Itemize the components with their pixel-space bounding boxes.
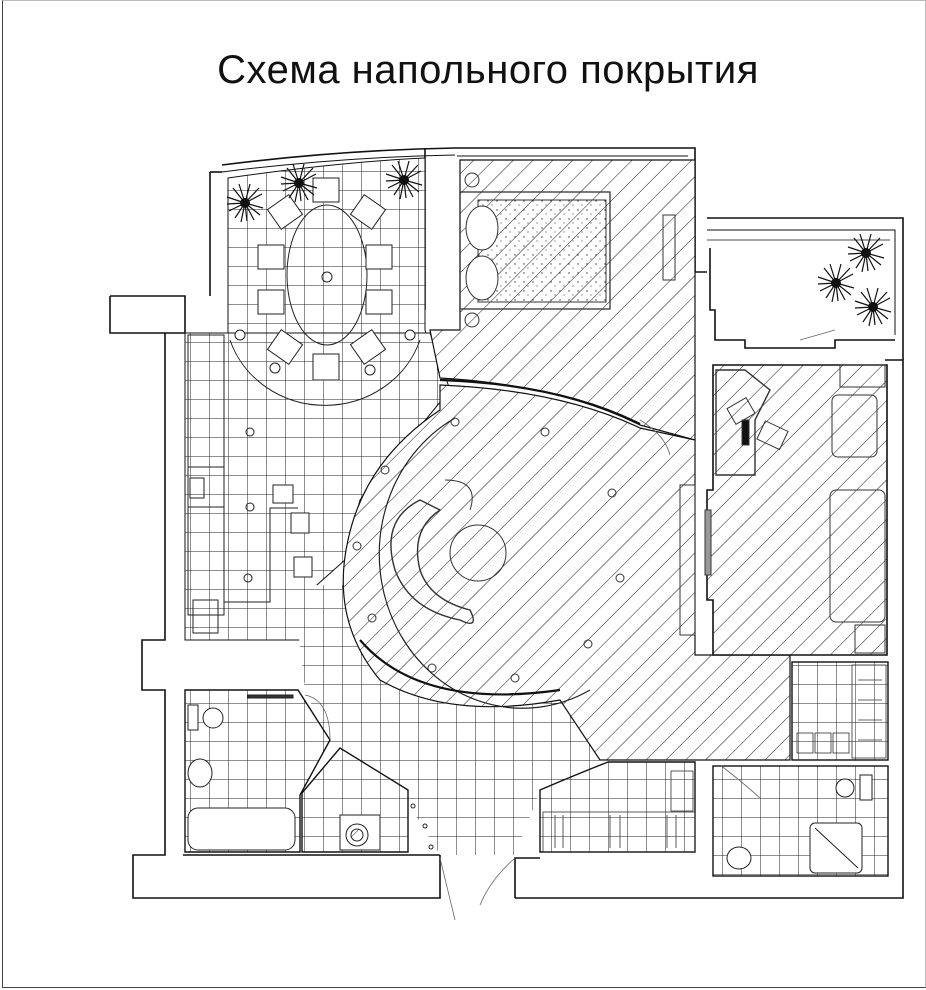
plant-icon: [854, 287, 892, 327]
toilet-icon: [835, 778, 855, 798]
study-wood-floor: [706, 364, 888, 656]
dressing-fixtures: [796, 664, 887, 759]
laundry-tile-floor: [301, 747, 409, 853]
sink-icon: [187, 758, 213, 788]
bed: [459, 172, 676, 328]
living-round-zone: [378, 417, 591, 709]
bathroom-2-fixtures: [726, 774, 873, 874]
page-title: Схема напольного покрытия: [217, 48, 759, 92]
dressing-tile-floor: [791, 661, 889, 761]
sink-2-icon: [726, 846, 752, 870]
wardrobe-fixtures: [542, 770, 696, 853]
kitchen-furniture: [187, 334, 313, 634]
study-furniture: [704, 364, 886, 654]
bathroom-1-fixtures: [187, 694, 296, 851]
wardrobe-tile-floor: [539, 761, 696, 853]
dining-set: [229, 177, 421, 406]
living-room-sofa: [352, 417, 696, 683]
living-wood-floor: [342, 384, 791, 761]
laundry-fixtures: [339, 803, 434, 851]
dining-table: [286, 204, 368, 346]
plant-icon: [817, 263, 855, 303]
door-swings: [304, 329, 836, 921]
